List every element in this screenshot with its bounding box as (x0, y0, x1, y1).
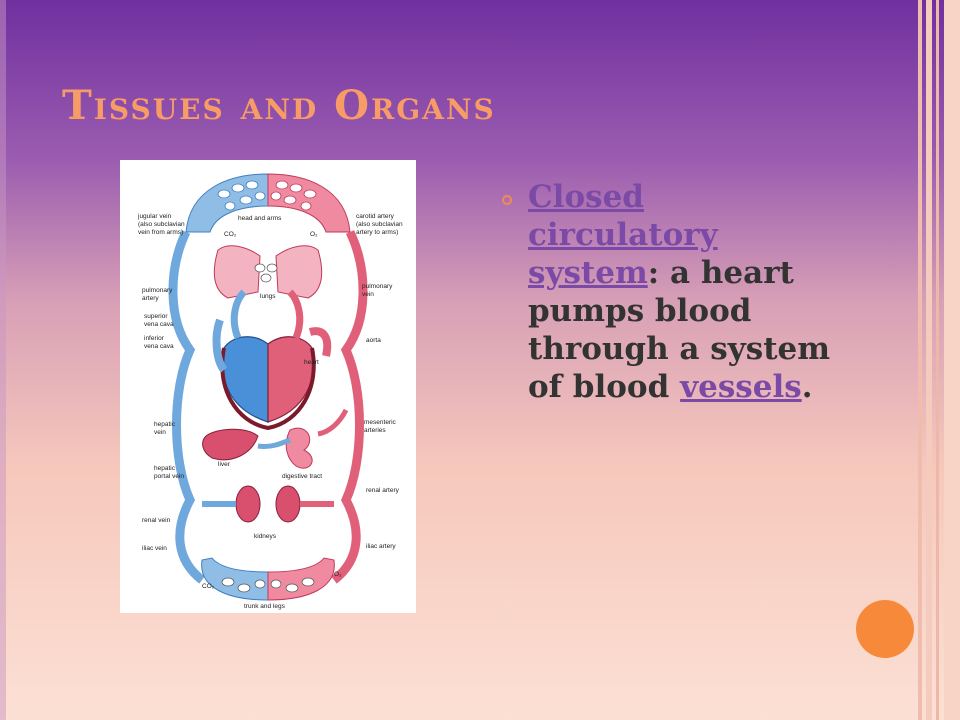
label-renal-artery: renal artery (366, 487, 400, 494)
circulatory-diagram-svg: jugular vein (also subclavian vein from … (137, 173, 403, 610)
aorta-vessel (308, 327, 332, 357)
label-pulmonary-artery-2: artery (142, 295, 159, 302)
heart-wall (220, 347, 316, 431)
label-renal-vein: renal vein (142, 517, 171, 524)
bullet-text-2: . (801, 369, 813, 405)
label-pulmonary-vein-2: vein (362, 291, 374, 298)
legs-capillary-artery (267, 557, 335, 601)
label-head: head and arms (238, 215, 282, 222)
right-kidney (275, 485, 301, 523)
label-jugular-3: vein from arms) (138, 229, 183, 236)
label-jugular-2: (also subclavian (138, 221, 185, 228)
label-hepatic-portal-1: hepatic (154, 465, 176, 472)
label-jugular-1: jugular vein (137, 213, 172, 220)
slide-title: Tissues and Organs (62, 82, 496, 129)
label-pulmonary-artery-1: pulmonary (142, 287, 173, 294)
label-iliac-vein: iliac vein (142, 545, 167, 552)
label-liver: liver (218, 461, 231, 468)
label-superior-2: vena cava (144, 321, 174, 328)
label-hepatic-vein-2: vein (154, 429, 166, 436)
label-aorta: aorta (366, 337, 381, 344)
label-kidneys: kidneys (254, 533, 277, 540)
label-carotid-3: artery to arms) (356, 229, 398, 236)
left-kidney (235, 485, 261, 523)
label-hepatic-portal-2: portal vein (154, 473, 184, 480)
heart-right-side (221, 336, 269, 423)
closed-circulatory-system-link[interactable]: Closed circulatory system (528, 179, 718, 291)
heart-left-side (267, 336, 315, 423)
label-inferior-2: vena cava (144, 343, 174, 350)
label-mesenteric-2: arteries (364, 427, 386, 434)
bullet-list: Closed circulatory system: a heart pumps… (502, 178, 832, 406)
liver-organ (202, 428, 259, 461)
vena-cava (212, 318, 228, 373)
accent-circle (856, 600, 914, 658)
lungs-right (275, 245, 323, 299)
label-lungs: lungs (260, 293, 276, 300)
legs-capillary-vein (201, 557, 269, 601)
label-o2-top: O₂ (310, 231, 318, 238)
label-co2-bottom: CO₂ (202, 583, 215, 590)
label-trunk: trunk and legs (244, 603, 286, 610)
label-hepatic-vein-1: hepatic (154, 421, 176, 428)
label-inferior-1: inferior (144, 335, 165, 342)
label-heart: heart (304, 359, 319, 366)
bullet-ring-icon (502, 195, 512, 205)
label-superior-1: superior (144, 313, 168, 320)
right-rail-3 (936, 0, 939, 720)
pulmonary-vein-vessel (287, 289, 304, 340)
label-co2-top: CO₂ (224, 231, 237, 238)
right-rail-2 (926, 0, 932, 720)
label-carotid-2: (also subclavian (356, 221, 403, 228)
right-rail-4 (944, 0, 960, 720)
label-mesenteric-1: mesenteric (364, 419, 397, 426)
systemic-artery-loop (331, 230, 368, 584)
lungs-left (213, 245, 261, 299)
digestive-tract-organ (285, 427, 313, 469)
pulmonary-artery-vessel (230, 289, 247, 340)
bullet-text-1: : a heart pumps blood through a system o… (528, 255, 831, 405)
bullet-item: Closed circulatory system: a heart pumps… (528, 178, 832, 406)
right-rail-1 (918, 0, 922, 720)
head-capillary-mesh (217, 180, 266, 211)
label-pulmonary-vein-1: pulmonary (362, 283, 393, 290)
label-iliac-artery: iliac artery (366, 543, 396, 550)
label-o2-bottom: O₂ (334, 571, 342, 578)
systemic-vein-loop (168, 230, 205, 584)
left-edge-rail (0, 0, 6, 720)
vessels-link[interactable]: vessels (680, 369, 802, 405)
label-carotid-1: carotid artery (356, 213, 395, 220)
circulatory-diagram: jugular vein (also subclavian vein from … (120, 160, 416, 613)
label-digestive: digestive tract (282, 473, 322, 480)
